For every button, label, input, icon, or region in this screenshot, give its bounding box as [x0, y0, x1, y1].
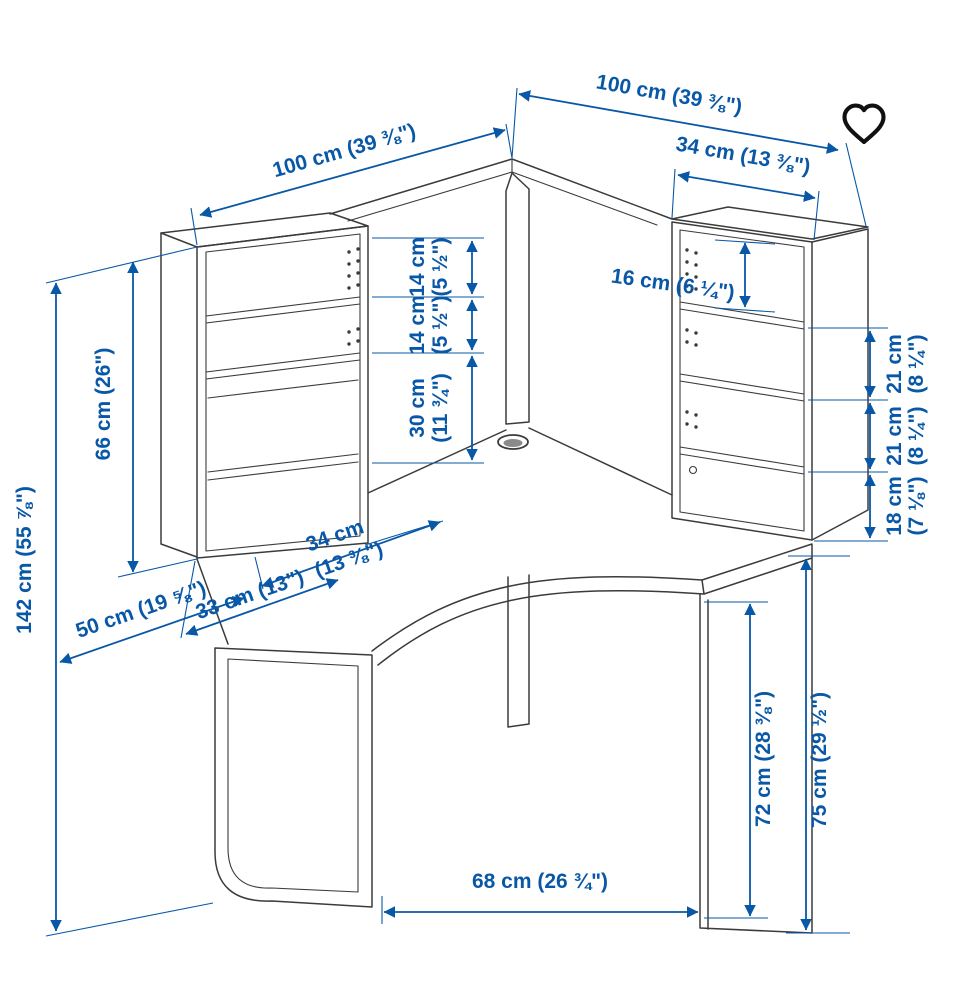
dim-label-desk-height: 75 cm (29 ½") [808, 692, 831, 828]
back-corner-post [505, 172, 530, 425]
center-leg [507, 574, 530, 728]
right-support-panel [699, 557, 813, 934]
left-unit-shelves [205, 296, 361, 380]
right-unit-inner-frame [679, 229, 805, 532]
dim-label-left-compartment-2b: (5 ½") [429, 296, 452, 355]
dim-label-left-compartment-1b: (5 ½") [429, 238, 452, 297]
dim-label-right-bottom-compartment-b: (7 ⅛") [905, 477, 928, 536]
peg-holes [347, 247, 698, 429]
dim-side-depth [59, 596, 245, 664]
desktop-front-thickness [377, 579, 705, 666]
dim-label-left-compartment-2a: 14 cm [406, 295, 429, 355]
left-unit-front [196, 225, 369, 559]
dim-label-total-height: 142 cm (55 ⅞") [13, 486, 36, 634]
favorite-button[interactable] [834, 94, 894, 154]
left-support-panel-outer [214, 647, 373, 908]
dim-label-under-desk-height: 72 cm (28 ⅜") [752, 691, 775, 827]
right-unit-front [671, 221, 813, 541]
right-unit-top [671, 206, 869, 240]
dim-label-right-compartment-1b: (8 ¼") [905, 335, 928, 394]
right-unit-shelves [679, 301, 805, 475]
dim-label-hutch-height: 66 cm (26") [92, 348, 115, 461]
dim-left-unit-depth [261, 520, 441, 588]
dim-label-right-bottom-compartment-a: 18 cm [883, 476, 906, 536]
left-support-panel-inner [227, 658, 359, 893]
hutch-roof-inner [347, 158, 658, 226]
left-unit-side [160, 232, 198, 558]
dim-label-left-compartment-1a: 14 cm [406, 237, 429, 297]
right-unit-side [811, 228, 869, 541]
dim-label-right-compartment-1a: 21 cm [883, 334, 906, 394]
dimension-arrows [50, 90, 876, 932]
dim-label-top-width-left: 100 cm (39 ⅜") [270, 119, 418, 182]
dim-label-hutch-top-depth: 34 cm (13 ⅜") [674, 132, 812, 178]
dim-label-left-bottom-compartment-a: 30 cm [406, 378, 429, 438]
heart-icon [842, 103, 886, 145]
dim-label-right-compartment-2b: (8 ¼") [905, 407, 928, 466]
cam-lock-detail [688, 465, 698, 475]
cable-outlet-hole [497, 434, 529, 450]
left-unit-inner-frame [205, 233, 361, 552]
dim-label-left-bottom-compartment-b: (11 ¾") [429, 373, 452, 443]
desktop-right-edge [701, 543, 813, 595]
dim-hutch-top-depth [677, 171, 816, 202]
cable-outlet-hole-inner [503, 439, 523, 447]
back-panel-bottom-edges [367, 427, 673, 496]
dim-label-right-top-compartment: 16 cm (6 ¼") [610, 265, 736, 305]
left-unit-drop-door [207, 379, 359, 481]
desk-line-art [160, 158, 869, 934]
dim-label-right-compartment-2a: 21 cm [883, 406, 906, 466]
hutch-roof-edges [329, 158, 673, 220]
dimension-annotations [45, 87, 888, 937]
dim-top-width-right [518, 90, 839, 154]
dim-top-width-left [199, 127, 506, 218]
dim-label-front-width: 68 cm (26 ¾") [472, 870, 608, 893]
desktop-front-curve [371, 576, 703, 652]
